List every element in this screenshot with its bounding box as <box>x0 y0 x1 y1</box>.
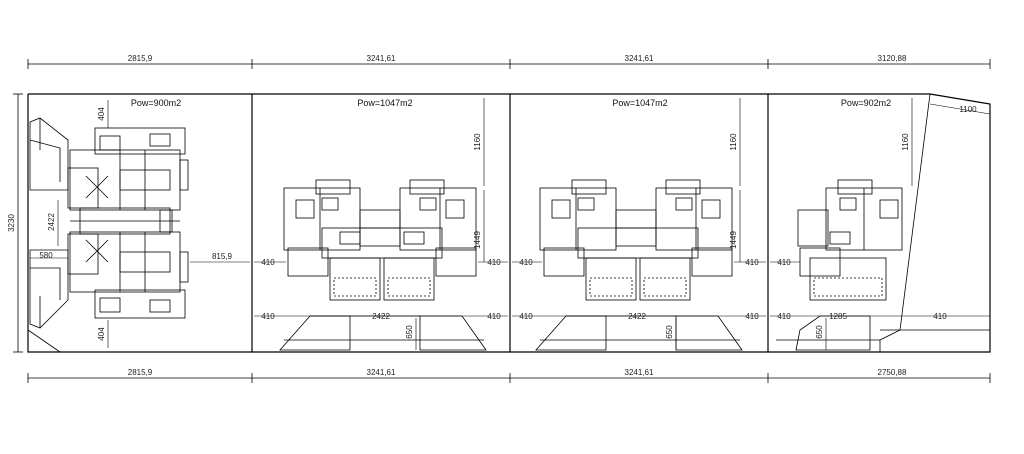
bottom-dim-4: 2750,88 <box>878 368 907 377</box>
plot-4-dim-1285: 1285 <box>829 312 847 321</box>
plot-1-dimensions <box>30 100 250 348</box>
plot-3-dim-410-rb: 410 <box>745 312 759 321</box>
plot-2-building <box>279 179 487 351</box>
top-dim-4: 3120,88 <box>878 54 907 63</box>
plot-4-dim-650: 650 <box>815 325 824 339</box>
plot-4-dim-410-lb: 410 <box>777 312 791 321</box>
plot-1-dim-2422: 2422 <box>47 213 56 231</box>
left-height-dimension <box>13 93 23 353</box>
left-height-label: 3230 <box>7 214 16 232</box>
plot-2-dim-650: 650 <box>405 325 414 339</box>
plot-4-area: Pow=902m2 <box>841 98 891 108</box>
bottom-dimension-chain <box>27 373 991 383</box>
plot-2-dim-410-lb: 410 <box>261 312 275 321</box>
plot-2-dim-1449: 1449 <box>473 231 482 249</box>
plot-3-dim-1449: 1449 <box>729 231 738 249</box>
plot-4-building <box>776 93 990 352</box>
bottom-dim-3: 3241,61 <box>625 368 654 377</box>
plot-2-dim-410-right: 410 <box>487 258 501 267</box>
plot-3-dim-410-left: 410 <box>519 258 533 267</box>
plot-1-building <box>27 117 189 353</box>
top-dim-2: 3241,61 <box>367 54 396 63</box>
plot-3-area: Pow=1047m2 <box>612 98 667 108</box>
plot-3-dim-1160: 1160 <box>729 133 738 151</box>
top-dim-3: 3241,61 <box>625 54 654 63</box>
bottom-dim-2: 3241,61 <box>367 368 396 377</box>
plot-1-dim-404-top: 404 <box>97 107 106 121</box>
plot-boundaries <box>27 93 991 353</box>
plot-3-dim-410-lb: 410 <box>519 312 533 321</box>
plot-4-dim-1160: 1160 <box>901 133 910 151</box>
plot-3-dim-650: 650 <box>665 325 674 339</box>
plot-2-dim-1160: 1160 <box>473 133 482 151</box>
plot-2-dim-2422: 2422 <box>372 312 390 321</box>
plot-4-dim-410-rb: 410 <box>933 312 947 321</box>
top-dim-1: 2815,9 <box>128 54 153 63</box>
plot-3-dimensions <box>512 98 766 350</box>
plot-1-dim-580: 580 <box>39 251 53 260</box>
plot-3-building <box>535 179 743 351</box>
plot-2-dim-410-rb: 410 <box>487 312 501 321</box>
plot-3-dim-410-right: 410 <box>745 258 759 267</box>
top-dimension-chain <box>27 59 991 69</box>
plot-4-dim-410-left: 410 <box>777 258 791 267</box>
plot-1-dim-404-bottom: 404 <box>97 327 106 341</box>
plot-3-dim-2422: 2422 <box>628 312 646 321</box>
plot-2-dimensions <box>254 98 508 350</box>
plot-2-area: Pow=1047m2 <box>357 98 412 108</box>
plot-1-dim-815: 815,9 <box>212 252 233 261</box>
plot-2-dim-410-left: 410 <box>261 258 275 267</box>
plot-4-dim-1100: 1100 <box>959 105 977 114</box>
plot-4-dimensions <box>770 98 991 350</box>
bottom-dim-1: 2815,9 <box>128 368 153 377</box>
plot-1-area: Pow=900m2 <box>131 98 181 108</box>
